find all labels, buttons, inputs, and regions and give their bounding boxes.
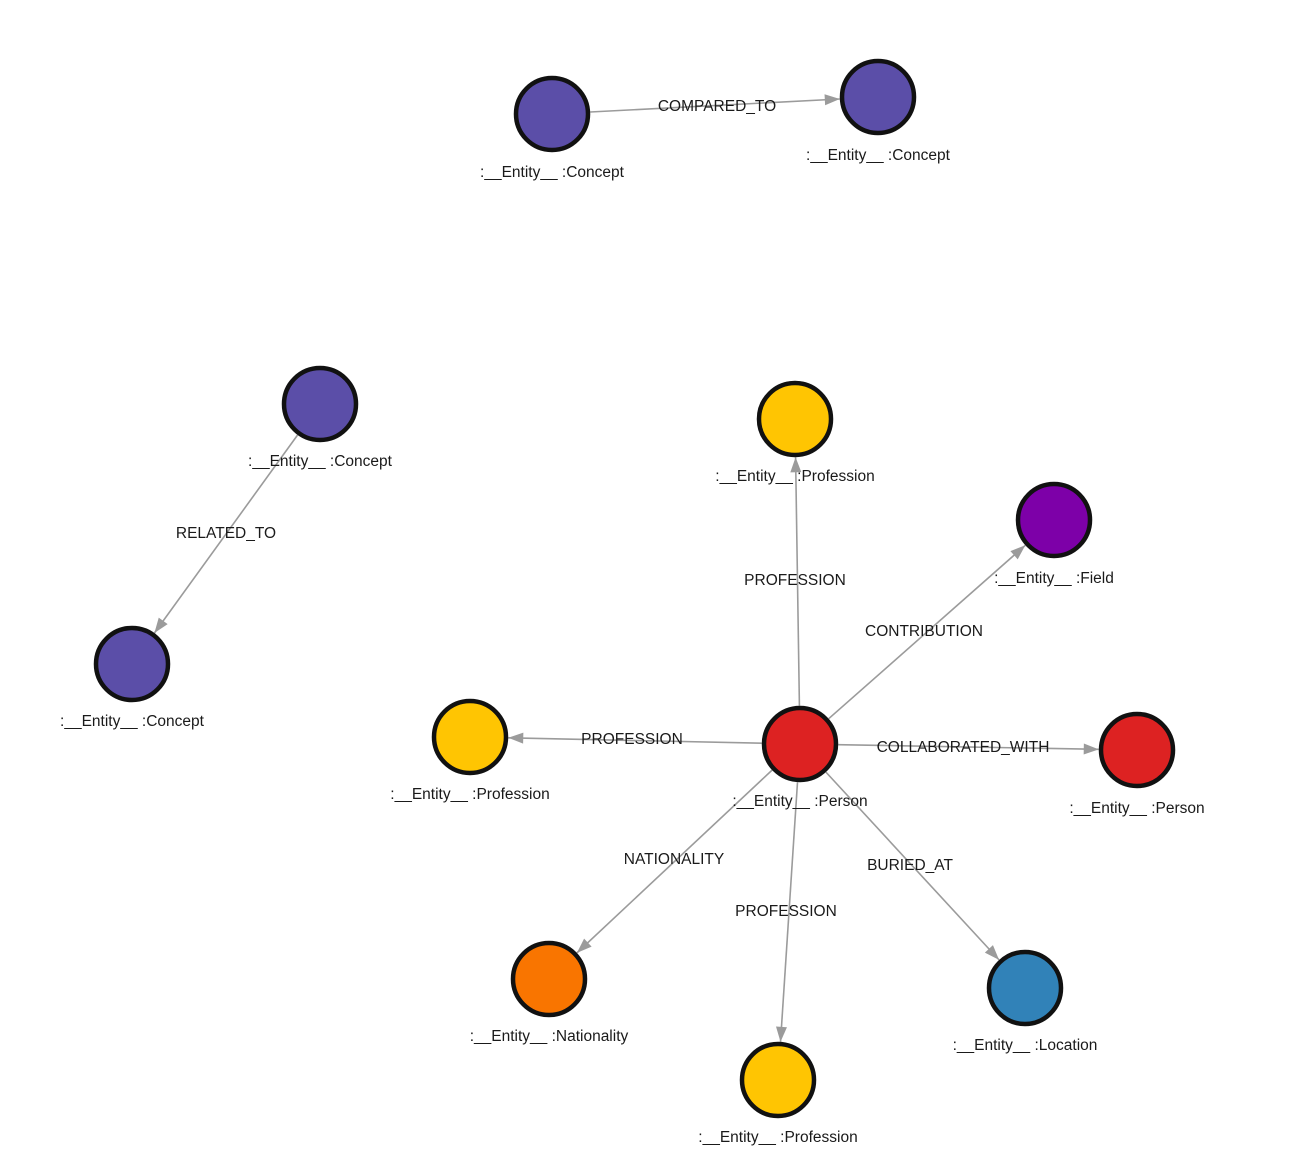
- node-label: :__Entity__ :Concept: [248, 453, 393, 470]
- graph-edge[interactable]: [576, 769, 773, 954]
- graph-node-profession[interactable]: [431, 698, 509, 776]
- edge-label: PROFESSION: [581, 731, 683, 748]
- edge-arrowhead-icon: [790, 457, 802, 473]
- edge-arrowhead-icon: [984, 945, 1000, 960]
- graph-node-concept[interactable]: [513, 75, 591, 153]
- edge-line: [590, 98, 840, 113]
- edge-line: [153, 434, 299, 634]
- node-label: :__Entity__ :Field: [994, 570, 1114, 587]
- graph-node-concept[interactable]: [93, 625, 171, 703]
- edge-line: [508, 737, 762, 744]
- graph-edge[interactable]: [775, 782, 799, 1042]
- graph-node-nationality[interactable]: [510, 940, 588, 1018]
- graph-node-person[interactable]: [761, 705, 839, 783]
- node-label: :__Entity__ :Profession: [715, 468, 874, 485]
- graph-node-concept[interactable]: [839, 58, 917, 136]
- edge-label: COLLABORATED_WITH: [877, 739, 1050, 756]
- edge-line: [779, 782, 799, 1042]
- edge-arrowhead-icon: [576, 938, 592, 953]
- edge-label: RELATED_TO: [176, 525, 276, 542]
- nodes-layer: [93, 58, 1176, 1119]
- node-label: :__Entity__ :Nationality: [470, 1028, 629, 1045]
- graph-edge[interactable]: [590, 94, 840, 113]
- node-label: :__Entity__ :Person: [732, 793, 867, 810]
- edge-arrowhead-icon: [154, 617, 168, 633]
- edge-line: [838, 743, 1099, 751]
- edge-arrowhead-icon: [1083, 743, 1099, 755]
- edge-arrowhead-icon: [775, 1026, 787, 1042]
- graph-node-concept[interactable]: [281, 365, 359, 443]
- graph-edge[interactable]: [825, 771, 1000, 961]
- edge-labels-layer: COMPARED_TO RELATED_TO PROFESSION CONTRIBUT…: [176, 98, 1050, 920]
- edge-arrowhead-icon: [1010, 545, 1026, 560]
- graph-node-profession[interactable]: [756, 380, 834, 458]
- node-label: :__Entity__ :Concept: [60, 713, 205, 730]
- edge-label: BURIED_AT: [867, 857, 953, 874]
- node-label: :__Entity__ :Location: [953, 1037, 1098, 1054]
- graph-edge[interactable]: [828, 544, 1026, 720]
- graph-node-person[interactable]: [1098, 711, 1176, 789]
- edges-layer: [153, 94, 1099, 1042]
- node-labels-layer: :__Entity__ :Concept :__Entity__ :Concept…: [60, 147, 1205, 1146]
- graph-edge[interactable]: [153, 434, 299, 634]
- edge-line: [825, 771, 1000, 961]
- edge-label: CONTRIBUTION: [865, 623, 983, 640]
- node-label: :__Entity__ :Concept: [480, 164, 625, 181]
- graph-node-profession[interactable]: [739, 1041, 817, 1119]
- graph-edge[interactable]: [790, 457, 802, 706]
- edge-label: COMPARED_TO: [658, 98, 776, 115]
- graph-node-location[interactable]: [986, 949, 1064, 1027]
- edge-line: [828, 544, 1026, 720]
- edge-arrowhead-icon: [824, 94, 840, 106]
- node-label: :__Entity__ :Profession: [390, 786, 549, 803]
- graph-edge[interactable]: [508, 732, 762, 744]
- edge-label: NATIONALITY: [624, 851, 724, 868]
- edge-line: [794, 457, 801, 706]
- graph-edge[interactable]: [838, 743, 1099, 755]
- node-label: :__Entity__ :Profession: [698, 1129, 857, 1146]
- node-label: :__Entity__ :Concept: [806, 147, 951, 164]
- edge-line: [576, 769, 773, 954]
- edge-arrowhead-icon: [508, 732, 524, 744]
- edge-label: PROFESSION: [744, 572, 846, 589]
- node-label: :__Entity__ :Person: [1069, 800, 1204, 817]
- edge-label: PROFESSION: [735, 903, 837, 920]
- graph-node-field[interactable]: [1015, 481, 1093, 559]
